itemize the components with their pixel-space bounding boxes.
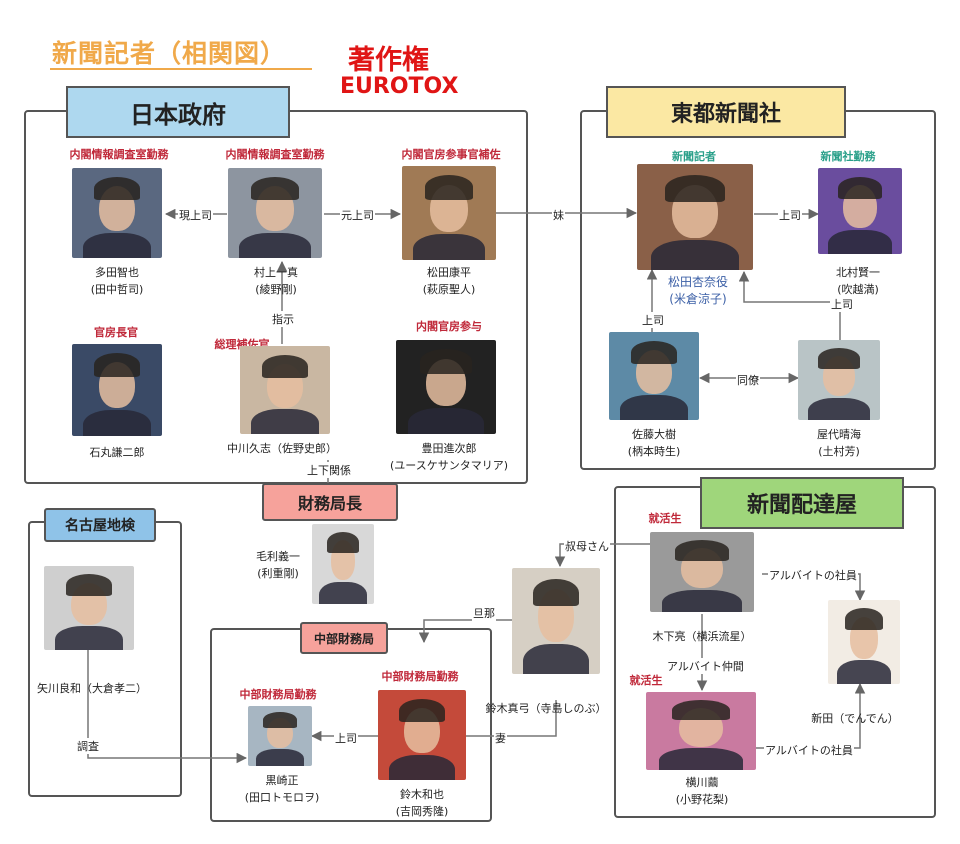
photo-yashiro <box>798 340 880 420</box>
name-nakagawa: 中川久志（佐野史郎） <box>227 442 337 455</box>
group-header-toto: 東都新聞社 <box>606 86 846 138</box>
label-motojoushi: 元上司 <box>340 207 375 223</box>
photo-matsuda-k <box>402 166 496 260</box>
photo-tada <box>72 168 162 258</box>
photo-suzuki-k <box>378 690 466 780</box>
role-kinoshita: 就活生 <box>648 512 682 525</box>
name-yagawa: 矢川良和（大倉孝二） <box>37 682 147 695</box>
name-sato: 佐藤大樹(柄本時生) <box>627 428 681 458</box>
group-header-zaimu: 財務局長 <box>262 483 398 521</box>
label-douryou: 同僚 <box>736 372 760 388</box>
photo-murakami <box>228 168 322 258</box>
name-kitamura: 北村賢一(吹越満) <box>836 266 880 296</box>
name-yokokawa: 横川繭(小野花梨) <box>675 776 729 806</box>
group-header-nagoya: 名古屋地検 <box>44 508 156 542</box>
label-joushi-2: 上司 <box>641 312 665 328</box>
diagram-title: 新聞記者（相関図） <box>52 39 287 68</box>
label-tsuma: 妻 <box>494 730 507 746</box>
photo-yokokawa <box>646 692 756 770</box>
name-kinoshita: 木下亮（横浜流星） <box>652 630 752 643</box>
photo-sato <box>609 332 699 420</box>
photo-kitamura <box>818 168 902 254</box>
photo-nitta <box>828 600 900 684</box>
label-genjoushi: 現上司 <box>178 207 213 223</box>
photo-suzuki-m <box>512 568 600 674</box>
photo-ishimaru <box>72 344 162 436</box>
name-suzuki-m: 鈴木真弓（寺島しのぶ） <box>485 702 607 715</box>
label-imouto: 妹 <box>552 207 565 223</box>
name-nitta: 新田（でんでん） <box>811 712 899 725</box>
role-matsuda-a: 新聞記者 <box>672 150 716 163</box>
name-ishimaru: 石丸謙二郎 <box>89 446 145 459</box>
label-danna: 旦那 <box>472 605 496 621</box>
group-header-delivery: 新聞配達屋 <box>700 477 904 529</box>
role-yokokawa: 就活生 <box>629 674 663 687</box>
role-toyota: 内閣官房参与 <box>416 320 482 333</box>
photo-kurosaki <box>248 706 312 766</box>
name-tada: 多田智也(田中哲司) <box>90 266 144 296</box>
role-kurosaki: 中部財務局勤務 <box>239 688 317 701</box>
photo-kinoshita <box>650 532 754 612</box>
label-shiji: 指示 <box>271 311 295 327</box>
group-header-gov: 日本政府 <box>66 86 290 138</box>
role-tada: 内閣情報調査室勤務 <box>69 148 169 161</box>
label-chousa: 調査 <box>76 738 100 754</box>
label-arubaito-nakama: アルバイト仲間 <box>666 658 745 674</box>
label-joushi-4: 上司 <box>334 730 358 746</box>
name-matsuda-a: 松田杏奈役(米倉涼子) <box>667 275 729 306</box>
role-murakami: 内閣情報調査室勤務 <box>225 148 325 161</box>
name-murakami: 村上一真(綾野剛) <box>254 266 298 296</box>
role-matsuda-k: 内閣官房参事官補佐 <box>401 148 501 161</box>
name-mori: 毛利義一(利重剛) <box>256 550 300 580</box>
photo-nakagawa <box>240 346 330 434</box>
name-suzuki-k: 鈴木和也(吉岡秀隆) <box>395 788 449 818</box>
photo-yagawa <box>44 566 134 650</box>
role-suzuki-k: 中部財務局勤務 <box>381 670 459 683</box>
watermark-copyright: 著作権 <box>348 45 429 76</box>
name-toyota: 豊田進次郎(ユースケサンタマリア) <box>389 442 509 472</box>
label-jougekankei: 上下関係 <box>306 462 352 478</box>
photo-toyota <box>396 340 496 434</box>
label-arubaito-2: アルバイトの社員 <box>764 742 854 758</box>
label-obasan: 叔母さん <box>564 538 610 554</box>
name-kurosaki: 黒崎正(田口トモロヲ) <box>244 774 320 804</box>
photo-mori <box>312 524 374 604</box>
role-kitamura: 新聞社勤務 <box>820 150 876 163</box>
label-arubaito-1: アルバイトの社員 <box>768 567 858 583</box>
group-header-chubu: 中部財務局 <box>300 622 388 654</box>
photo-matsuda-a <box>637 164 753 270</box>
label-joushi-3: 上司 <box>830 296 854 312</box>
label-joushi-1: 上司 <box>778 207 802 223</box>
name-matsuda-k: 松田康平(萩原聖人) <box>422 266 476 296</box>
role-ishimaru: 官房長官 <box>94 326 138 339</box>
name-yashiro: 屋代晴海(土村芳) <box>817 428 861 458</box>
title-underline <box>50 68 312 70</box>
watermark-brand: EUROTOX <box>340 74 459 99</box>
